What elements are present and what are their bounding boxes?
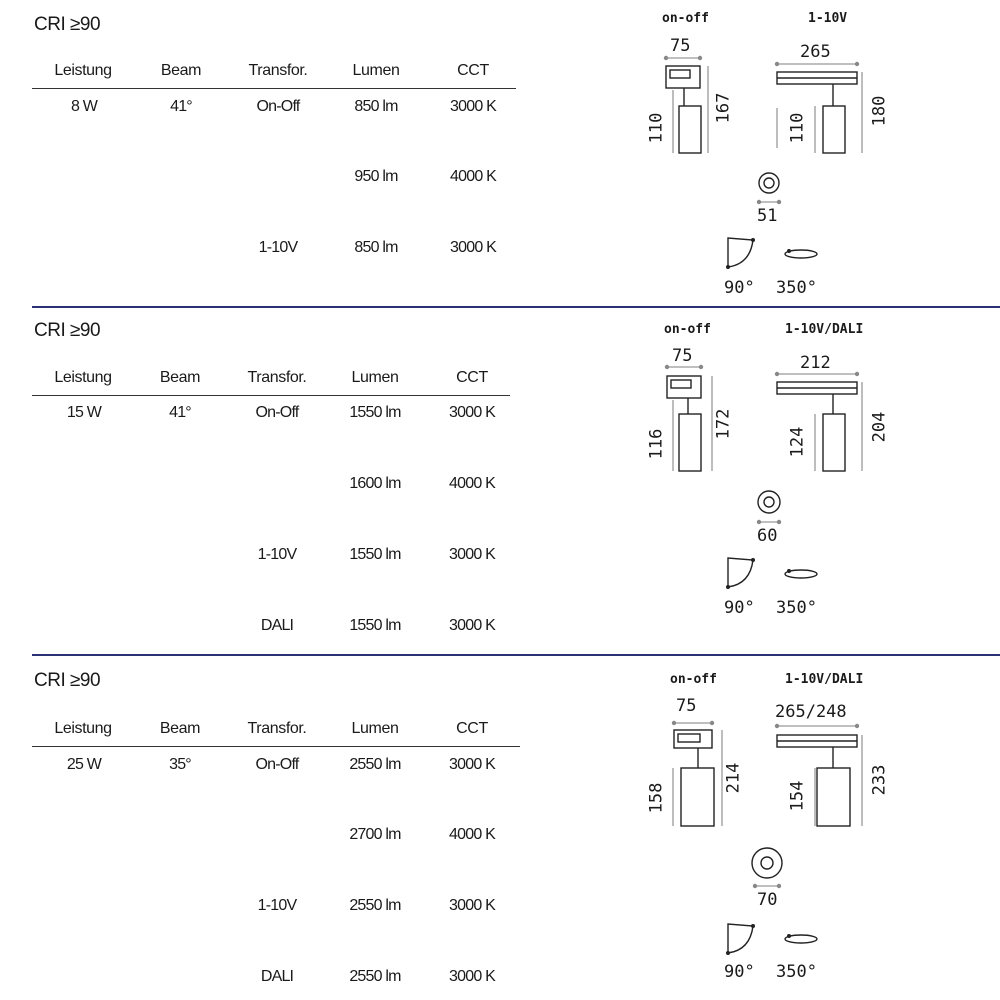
header-lumen: Lumen bbox=[352, 62, 400, 79]
spotlight-drawing bbox=[664, 364, 863, 589]
cell-power: 15 W bbox=[66, 404, 102, 421]
section-separator bbox=[32, 306, 1000, 308]
cell-lumen: 1550 lm bbox=[349, 617, 401, 634]
dim-diameter: 60 bbox=[757, 526, 778, 546]
header-beam: Beam bbox=[160, 62, 202, 79]
dim-width-right: 265/248 bbox=[775, 702, 847, 722]
dim-diameter: 70 bbox=[757, 890, 778, 910]
cell-cct: 3000 K bbox=[449, 756, 496, 773]
cell-cct: 4000 K bbox=[450, 168, 497, 185]
cell-cct: 3000 K bbox=[450, 239, 497, 256]
header-cct: CCT bbox=[456, 720, 488, 737]
drawing-label-dimming: 1-10V bbox=[808, 11, 848, 26]
cell-cct: 3000 K bbox=[449, 617, 496, 634]
header-beam: Beam bbox=[159, 369, 201, 386]
section-separator bbox=[32, 654, 1000, 656]
cell-lumen: 2550 lm bbox=[349, 756, 401, 773]
cell-lumen: 1600 lm bbox=[349, 475, 401, 492]
cell-cct: 3000 K bbox=[449, 968, 496, 985]
drawing-label-onoff: on-off bbox=[664, 322, 711, 337]
spec-section-1: CRI ≥90 Leistung Beam Transfor. Lumen CC… bbox=[0, 0, 1000, 310]
drawing-label-dimming: 1-10V/DALI bbox=[785, 322, 864, 337]
rotation-angle: 350° bbox=[776, 598, 817, 618]
header-transfor: Transfor. bbox=[248, 62, 308, 79]
header-rule bbox=[32, 746, 520, 747]
cell-transformer: DALI bbox=[260, 968, 294, 985]
cell-transformer: 1-10V bbox=[257, 546, 298, 563]
header-lumen: Lumen bbox=[351, 369, 399, 386]
header-beam: Beam bbox=[159, 720, 201, 737]
cell-cct: 3000 K bbox=[449, 897, 496, 914]
cell-beam: 35° bbox=[169, 756, 192, 773]
dim-width-right: 265 bbox=[800, 42, 831, 62]
rotation-angle: 350° bbox=[776, 278, 817, 298]
tilt-angle: 90° bbox=[724, 278, 755, 298]
cri-label: CRI ≥90 bbox=[34, 320, 101, 341]
dim-diameter: 51 bbox=[757, 206, 778, 226]
cell-lumen: 850 lm bbox=[354, 239, 398, 256]
header-cct: CCT bbox=[457, 62, 489, 79]
header-transfor: Transfor. bbox=[247, 369, 307, 386]
drawing-label-onoff: on-off bbox=[670, 672, 717, 687]
cell-power: 8 W bbox=[70, 98, 98, 115]
cell-lumen: 850 lm bbox=[354, 98, 398, 115]
header-rule bbox=[32, 88, 516, 89]
header-leistung: Leistung bbox=[54, 369, 112, 386]
spotlight-drawing bbox=[663, 55, 863, 269]
tilt-angle: 90° bbox=[724, 598, 755, 618]
cell-transformer: 1-10V bbox=[257, 897, 298, 914]
cell-beam: 41° bbox=[170, 98, 193, 115]
dim-width-left: 75 bbox=[672, 346, 693, 366]
header-leistung: Leistung bbox=[54, 720, 112, 737]
drawing-label-onoff: on-off bbox=[662, 11, 709, 26]
header-leistung: Leistung bbox=[54, 62, 112, 79]
cell-transformer: On-Off bbox=[255, 404, 300, 421]
cell-cct: 4000 K bbox=[449, 826, 496, 843]
cell-cct: 4000 K bbox=[449, 475, 496, 492]
cell-lumen: 1550 lm bbox=[349, 546, 401, 563]
cell-transformer: On-Off bbox=[255, 756, 300, 773]
rotation-angle: 350° bbox=[776, 962, 817, 982]
header-transfor: Transfor. bbox=[247, 720, 307, 737]
dim-width-left: 75 bbox=[670, 36, 691, 56]
cell-cct: 3000 K bbox=[449, 546, 496, 563]
cell-transformer: On-Off bbox=[256, 98, 301, 115]
cell-transformer: DALI bbox=[260, 617, 294, 634]
cell-power: 25 W bbox=[66, 756, 102, 773]
cell-lumen: 2550 lm bbox=[349, 897, 401, 914]
spec-section-3: CRI ≥90 Leistung Beam Transfor. Lumen CC… bbox=[0, 658, 1000, 1000]
drawing-label-dimming: 1-10V/DALI bbox=[785, 672, 864, 687]
cri-label: CRI ≥90 bbox=[34, 670, 101, 691]
cell-transformer: 1-10V bbox=[258, 239, 299, 256]
cell-lumen: 2700 lm bbox=[349, 826, 401, 843]
cell-cct: 3000 K bbox=[450, 98, 497, 115]
spotlight-drawing bbox=[671, 720, 863, 955]
dim-width-left: 75 bbox=[676, 696, 697, 716]
cell-cct: 3000 K bbox=[449, 404, 496, 421]
spec-section-2: CRI ≥90 Leistung Beam Transfor. Lumen CC… bbox=[0, 310, 1000, 655]
cri-label: CRI ≥90 bbox=[34, 14, 101, 35]
header-cct: CCT bbox=[456, 369, 488, 386]
header-lumen: Lumen bbox=[351, 720, 399, 737]
cell-beam: 41° bbox=[169, 404, 192, 421]
cell-lumen: 2550 lm bbox=[349, 968, 401, 985]
cell-lumen: 1550 lm bbox=[349, 404, 401, 421]
cell-lumen: 950 lm bbox=[354, 168, 398, 185]
dim-width-right: 212 bbox=[800, 353, 831, 373]
header-rule bbox=[32, 395, 510, 396]
tilt-angle: 90° bbox=[724, 962, 755, 982]
